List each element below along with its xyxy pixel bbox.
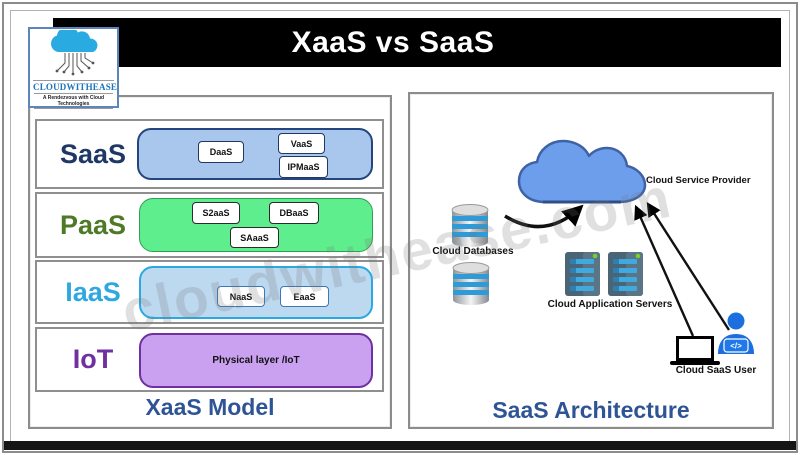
chip-naas: NaaS — [217, 286, 265, 307]
saas-row-label: SaaS — [59, 138, 127, 169]
saas-row: SaaS DaaS VaaS IPMaaS — [35, 119, 384, 189]
iot-row-container: Physical layer /IoT — [139, 333, 373, 388]
user-code-glyph: </> — [730, 342, 742, 351]
chip-daas: DaaS — [198, 141, 244, 163]
iot-physical-layer-label: Physical layer /IoT — [212, 355, 300, 366]
title-bar: XaaS vs SaaS — [53, 18, 781, 67]
chip-saaas: SAaaS — [230, 227, 279, 248]
logo-tagline: A Rendezvous with Cloud Technologies — [34, 93, 113, 109]
iot-row: IoT Physical layer /IoT — [35, 327, 384, 392]
db-to-cloud-arrow — [504, 204, 584, 229]
application-server-icon-right — [608, 252, 643, 296]
bottom-black-bar — [4, 441, 796, 450]
logo-name: CLOUDWITHEASE — [33, 80, 118, 92]
application-server-icon-left — [565, 252, 600, 296]
cloud-databases-label: Cloud Databases — [432, 246, 514, 257]
iaas-row-label: IaaS — [65, 276, 121, 307]
page-title: XaaS vs SaaS — [291, 25, 495, 59]
laptop-base — [670, 361, 720, 365]
paas-row-label: PaaS — [59, 209, 127, 240]
laptop-to-cloud-arrow — [634, 204, 695, 337]
cloud-service-provider-icon — [517, 139, 647, 204]
saas-user-icon: </> — [718, 312, 754, 354]
paas-row: PaaS S2aaS DBaaS SAaaS — [35, 192, 384, 258]
iot-row-label: IoT — [72, 344, 114, 374]
saas-architecture-panel: Cloud Service Provider Cloud Databases — [408, 92, 774, 429]
chip-ipmaas: IPMaaS — [279, 156, 328, 178]
cloud-database-icon-bottom — [452, 262, 490, 305]
xaas-model-panel: SaaS DaaS VaaS IPMaaS PaaS S2aaS DBaaS S… — [28, 95, 392, 429]
chip-dbaas: DBaaS — [269, 202, 319, 224]
logo-cloud-circuit-icon — [50, 30, 97, 76]
saas-row-container — [137, 128, 373, 180]
cloud-database-icon-top — [451, 204, 489, 247]
laptop-icon — [676, 336, 714, 361]
cloud-service-provider-label: Cloud Service Provider — [646, 175, 751, 186]
chip-s2aas: S2aaS — [192, 202, 240, 224]
cloud-saas-user-label: Cloud SaaS User — [675, 365, 757, 376]
chip-vaas: VaaS — [278, 133, 325, 154]
chip-eaas: EaaS — [280, 286, 329, 307]
saas-architecture-caption: SaaS Architecture — [492, 397, 690, 423]
xaas-model-caption: XaaS Model — [145, 394, 275, 420]
cloud-application-servers-label: Cloud Application Servers — [547, 299, 673, 310]
logo: CLOUDWITHEASE A Rendezvous with Cloud Te… — [28, 27, 119, 109]
iaas-row: IaaS NaaS EaaS — [35, 260, 384, 324]
